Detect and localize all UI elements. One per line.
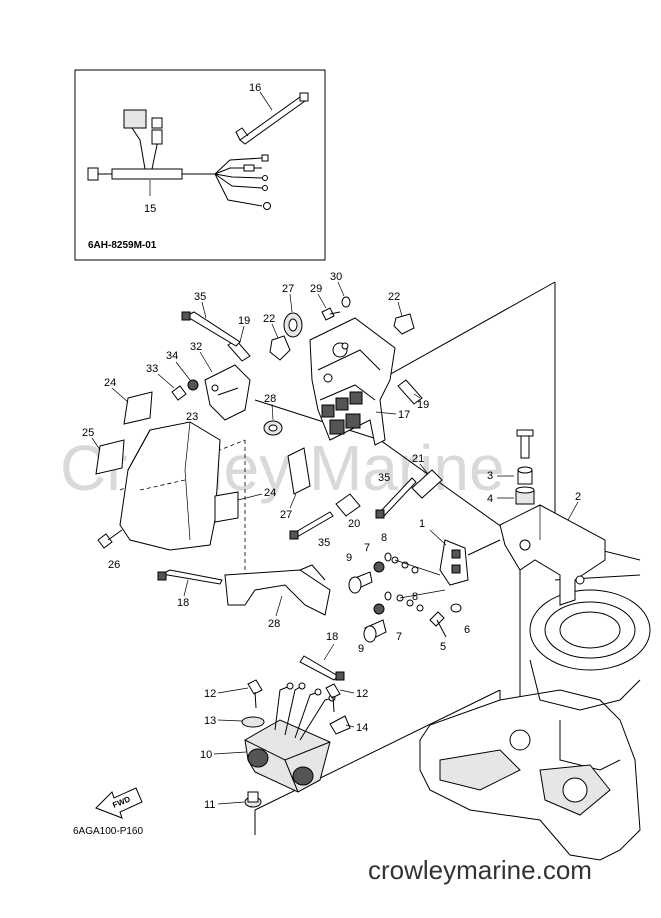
callout-7a: 7: [364, 542, 370, 554]
callout-29: 29: [310, 283, 322, 295]
cable-tie-parts-18: 18 18: [157, 569, 345, 681]
callout-33: 33: [146, 363, 158, 375]
callout-15: 15: [144, 203, 156, 215]
screw-parts-33-34: 33 34: [146, 350, 199, 401]
callout-12a: 12: [204, 688, 216, 700]
callout-16: 16: [249, 82, 261, 94]
fastener-parts: 5 6 7 7 8 8 9 9: [346, 532, 470, 655]
callout-35a: 35: [194, 291, 206, 303]
callout-22a: 22: [263, 313, 275, 325]
website-url: crowleymarine.com: [368, 855, 592, 885]
bracket-part-32: 32: [190, 341, 251, 421]
callout-17: 17: [398, 409, 410, 421]
callout-19b: 19: [417, 399, 429, 411]
inset-code: 6AH-8259M-01: [88, 240, 157, 251]
tube-parts-20-21: 20 21: [335, 453, 443, 530]
callout-10: 10: [200, 749, 212, 761]
bolt-part-31: 26: [97, 529, 123, 571]
callout-13: 13: [204, 715, 216, 727]
callout-5: 5: [440, 641, 446, 653]
bolt-collar-parts: 3 4: [487, 429, 535, 505]
callout-21: 21: [412, 453, 424, 465]
cable-tie-parts-35: 35 35 35: [181, 291, 417, 549]
callout-27a: 27: [282, 283, 294, 295]
rectifier-fasteners: 12 12 13 14 11: [204, 679, 368, 811]
rectifier-part-10: 10: [200, 682, 336, 793]
callout-35c: 35: [318, 537, 330, 549]
callout-31: 26: [108, 559, 120, 571]
grommet-parts-27: 27 28: [263, 283, 303, 436]
callout-3: 3: [487, 470, 493, 482]
callout-23: 23: [186, 411, 198, 423]
terminal-block-part-1: 1: [391, 518, 501, 612]
callout-12b: 12: [356, 688, 368, 700]
callout-9a: 9: [346, 552, 352, 564]
callout-24b: 24: [264, 487, 276, 499]
label-parts: 24 25 24: [82, 377, 276, 523]
electrical-bracket-part-17: 17: [309, 317, 410, 446]
callout-2: 2: [575, 491, 581, 503]
callout-22b: 22: [388, 291, 400, 303]
callout-7b: 7: [396, 631, 402, 643]
callout-6: 6: [464, 624, 470, 636]
callout-1: 1: [419, 518, 425, 530]
callout-9b: 9: [358, 643, 364, 655]
callout-30: 30: [330, 271, 342, 283]
cable-tie-part: [235, 92, 309, 145]
bolt-parts-29-30: 29 30: [310, 271, 351, 321]
inset-box: 16 15 6AH-8259M-01: [74, 69, 326, 261]
callout-32: 32: [190, 341, 202, 353]
callout-34: 34: [166, 350, 178, 362]
diagram-code: 6AGA100-P160: [73, 826, 143, 837]
cover-part-26: 27: [280, 447, 311, 521]
cover-part-23: 23: [119, 411, 221, 551]
callout-24a: 24: [104, 377, 116, 389]
bracket-part-2: 2: [499, 491, 606, 606]
callout-14: 14: [356, 722, 368, 734]
callout-27b: 28: [264, 393, 276, 405]
bracket-part-28: 28: [224, 564, 331, 630]
callout-20: 20: [348, 518, 360, 530]
callout-18a: 18: [177, 597, 189, 609]
callout-4: 4: [487, 493, 493, 505]
callout-26: 27: [280, 509, 292, 521]
callout-28: 28: [268, 618, 280, 630]
callout-8b: 8: [412, 591, 418, 603]
callout-35b: 35: [378, 472, 390, 484]
engine-block: [419, 549, 651, 861]
callout-8a: 8: [381, 532, 387, 544]
clamp-parts-22: 22 22: [263, 291, 415, 361]
callout-25: 25: [82, 427, 94, 439]
wire-harness-part: [87, 109, 271, 210]
callout-19a: 19: [238, 315, 250, 327]
callout-11: 11: [204, 799, 215, 811]
callout-18b: 18: [326, 631, 338, 643]
tube-parts-19: 19 19: [227, 315, 429, 411]
fwd-arrow-icon: FWD: [95, 787, 143, 819]
